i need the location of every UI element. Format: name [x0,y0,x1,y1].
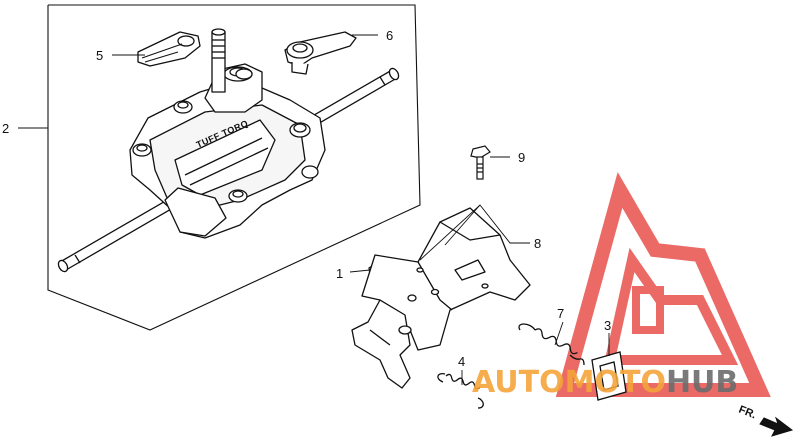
watermark-text: AUTOMOTOHUB [472,365,738,400]
transmission-assembly [57,28,400,273]
part-5-arm [137,31,201,67]
callout-8: 8 [534,236,541,251]
callout-9: 9 [518,150,525,165]
part-8-bracket [351,207,531,389]
leader-lines [18,34,610,385]
callout-2: 2 [2,121,9,136]
callout-6: 6 [386,28,393,43]
part-3-plate [591,351,627,401]
assembly-frame [47,4,421,331]
svg-text:AUTOMOTOHUB: AUTOMOTOHUB [472,365,738,400]
callout-4: 4 [458,354,465,369]
direction-indicator: FR. [737,404,794,437]
callout-5: 5 [96,48,103,63]
watermark-logo [555,172,771,397]
callout-1: 1 [336,266,343,281]
part-9-bolt [470,145,491,180]
callout-3: 3 [604,318,611,333]
callout-7: 7 [557,306,564,321]
part-4-spring [437,373,484,409]
direction-arrow-icon [759,416,794,437]
part-6-arm [284,31,357,75]
svg-text:FR.: FR. [737,404,758,422]
